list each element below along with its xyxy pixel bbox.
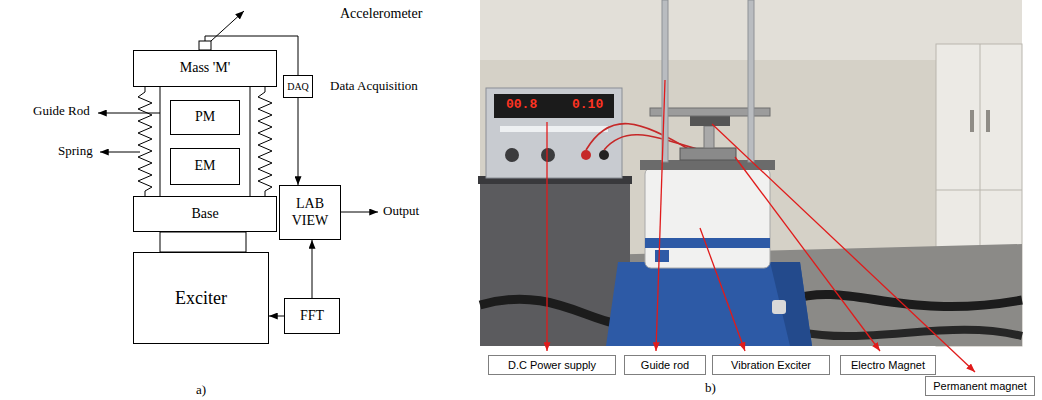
base-block: Base xyxy=(133,196,277,232)
box-text: EM xyxy=(195,158,216,174)
mass-block: Mass 'M' xyxy=(133,50,277,87)
exciter-stand xyxy=(606,262,812,346)
output-terminal xyxy=(581,150,591,160)
display-reading: 00.8 xyxy=(506,98,537,113)
permanent-magnet-photo xyxy=(690,116,730,126)
electromagnet-photo xyxy=(680,148,736,160)
leader-line xyxy=(712,124,975,372)
control-knob xyxy=(541,148,555,162)
hose xyxy=(790,294,1022,306)
box-text: LAB VIEW xyxy=(284,196,336,228)
signal-arrow xyxy=(312,240,313,298)
output-terminal xyxy=(599,150,609,160)
leader-line xyxy=(656,80,665,351)
fft-block: FFT xyxy=(284,298,340,334)
box-text: Permanent magnet xyxy=(933,380,1027,393)
leader-line xyxy=(700,228,745,351)
signal-label: Output xyxy=(383,204,419,219)
labview-block: LAB VIEW xyxy=(279,185,341,240)
power-supply-body xyxy=(486,88,622,178)
box-text: DAQ xyxy=(287,81,309,93)
output-arrow xyxy=(340,212,378,213)
guide-rod-line xyxy=(160,87,161,196)
lab-wall xyxy=(480,0,1022,346)
part-label: Guide Rod xyxy=(33,104,90,119)
callout-box: Permanent magnet xyxy=(925,376,1035,396)
hose xyxy=(800,330,1022,336)
exciter-block: Exciter xyxy=(133,252,269,344)
electromagnet-block: EM xyxy=(170,148,240,185)
display-reading: 0.10 xyxy=(572,98,603,113)
callout-box: Electro Magnet xyxy=(840,355,936,375)
panel-label: b) xyxy=(705,381,716,396)
drum-badge xyxy=(655,250,669,262)
accelerometer-symbol xyxy=(199,41,211,50)
box-text: Exciter xyxy=(175,288,227,309)
exciter-stand-side xyxy=(770,262,812,346)
guide-rod-line xyxy=(250,87,251,196)
part-label: Data Acquisition xyxy=(330,79,418,94)
drum-band xyxy=(645,238,770,248)
red-wire xyxy=(586,124,690,150)
control-knob xyxy=(505,148,519,162)
box-text: PM xyxy=(195,109,215,125)
callout-box: D.C Power supply xyxy=(488,355,616,375)
callout-box: Vibration Exciter xyxy=(712,355,830,375)
leader-arrow xyxy=(98,113,160,114)
callout-box: Guide rod xyxy=(624,355,706,375)
leader-arrow xyxy=(211,11,244,41)
shaft-coupling xyxy=(160,232,246,252)
panel-label: a) xyxy=(196,383,206,398)
trunnion-knob xyxy=(772,300,786,314)
part-label: Accelerometer xyxy=(340,6,422,22)
box-text: Vibration Exciter xyxy=(731,359,811,372)
part-label: Spring xyxy=(58,144,93,159)
cabinet-handle xyxy=(986,110,990,132)
box-text: FFT xyxy=(300,308,324,324)
permanent-magnet-block: PM xyxy=(170,100,240,135)
signal-arrow xyxy=(298,98,299,185)
schematic-drawing xyxy=(98,11,378,252)
box-text: Electro Magnet xyxy=(851,359,925,372)
photo-illustration xyxy=(478,0,1022,346)
spring-symbol xyxy=(258,87,272,196)
leader-arrow xyxy=(100,152,140,153)
callout-leaders xyxy=(547,80,975,372)
guide-rod-photo xyxy=(748,0,754,162)
leader-line xyxy=(546,122,547,351)
spring-symbol xyxy=(138,87,152,196)
leader-line xyxy=(735,157,880,351)
threaded-rod xyxy=(704,126,714,148)
cabinet-seam xyxy=(936,190,1022,191)
box-text: Mass 'M' xyxy=(180,60,231,76)
daq-block: DAQ xyxy=(283,75,313,98)
box-text: D.C Power supply xyxy=(508,359,596,372)
exciter-drum xyxy=(645,168,770,268)
signal-arrow xyxy=(269,316,284,317)
box-text: Guide rod xyxy=(641,359,689,372)
power-supply-display xyxy=(494,94,614,118)
cabinet-handle xyxy=(970,110,974,132)
panel-strip xyxy=(500,126,608,132)
box-text: Base xyxy=(191,206,218,222)
